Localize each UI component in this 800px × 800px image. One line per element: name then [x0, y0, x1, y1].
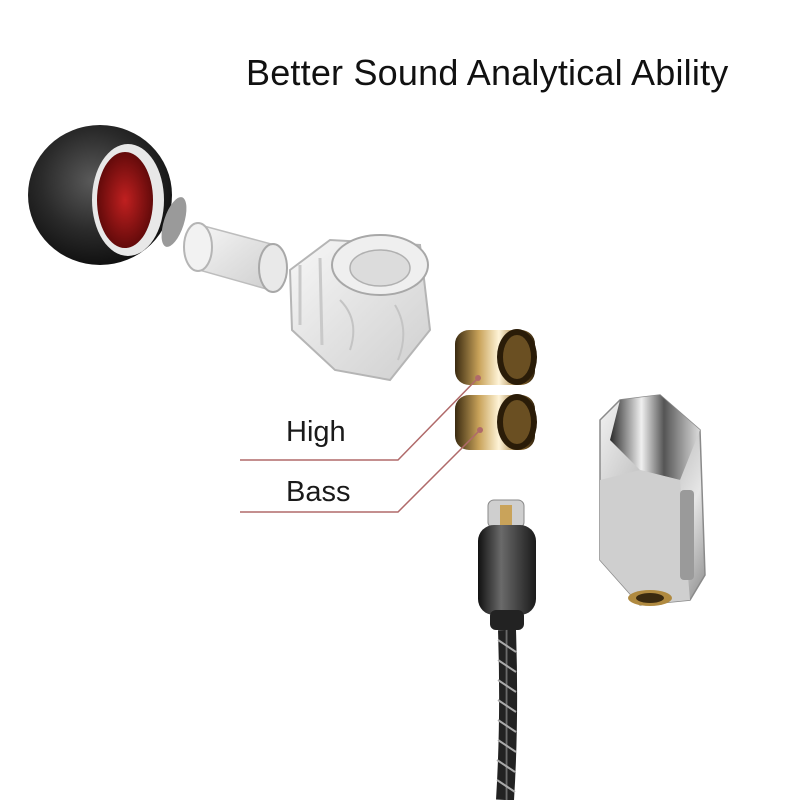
page-title: Better Sound Analytical Ability: [246, 52, 729, 93]
high-leader-line: [240, 377, 479, 461]
bass-driver: [455, 394, 537, 450]
metal-housing: [599, 394, 706, 606]
sound-tube: [183, 222, 288, 293]
bass-leader-line: [240, 429, 481, 513]
mesh-filter: [161, 197, 187, 247]
mmcx-connector: [478, 499, 536, 630]
bass-label: Bass: [286, 476, 351, 508]
high-label: High: [286, 416, 346, 448]
leader-lines: [240, 375, 483, 513]
cavity-shell: [288, 234, 432, 382]
high-leader-dot: [475, 375, 481, 381]
ear-tip: [28, 125, 172, 265]
bass-leader-dot: [477, 427, 483, 433]
high-driver: [455, 329, 537, 385]
braided-cable: [496, 629, 518, 800]
